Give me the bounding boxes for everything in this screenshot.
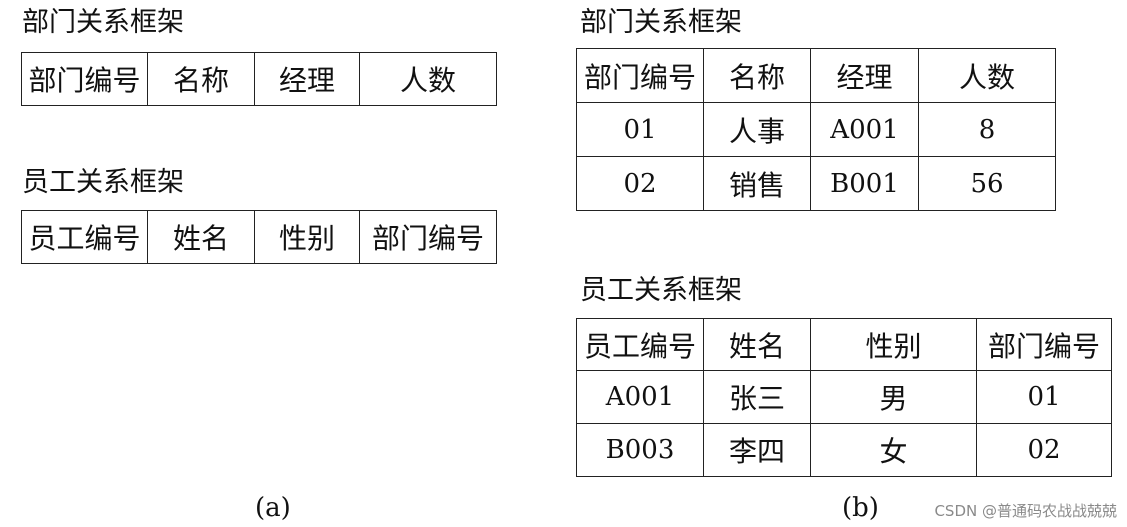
header-cell: 名称 bbox=[147, 52, 255, 106]
header-cell: 性别 bbox=[810, 318, 977, 371]
panel-a-caption: (a) bbox=[255, 493, 291, 523]
table-cell: B003 bbox=[576, 423, 704, 477]
table-cell: 01 bbox=[976, 370, 1112, 424]
table-cell: 02 bbox=[576, 156, 704, 211]
panel-b-dept-title: 部门关系框架 bbox=[580, 7, 742, 38]
panel-b-dept-table: 部门编号 名称 经理 人数 01 人事 A001 8 02 销售 B001 56 bbox=[576, 48, 1056, 211]
panel-a-dept-title: 部门关系框架 bbox=[22, 7, 184, 38]
table-cell: A001 bbox=[576, 370, 704, 424]
header-cell: 经理 bbox=[254, 52, 360, 106]
table-cell: 女 bbox=[810, 423, 977, 477]
watermark: CSDN @普通码农战战兢兢 bbox=[934, 502, 1117, 520]
header-cell: 人数 bbox=[918, 48, 1056, 103]
header-cell: 部门编号 bbox=[576, 48, 704, 103]
header-cell: 经理 bbox=[810, 48, 919, 103]
header-cell: 部门编号 bbox=[976, 318, 1112, 371]
panel-b-emp-table: 员工编号 姓名 性别 部门编号 A001 张三 男 01 B003 李四 女 0… bbox=[576, 318, 1112, 477]
table-cell: 人事 bbox=[703, 102, 811, 157]
header-cell: 员工编号 bbox=[21, 210, 148, 264]
table-row: B003 李四 女 02 bbox=[576, 423, 1112, 477]
table-row: 02 销售 B001 56 bbox=[576, 156, 1056, 211]
header-cell: 姓名 bbox=[147, 210, 255, 264]
panel-a-emp-title: 员工关系框架 bbox=[22, 167, 184, 198]
table-cell: 8 bbox=[918, 102, 1056, 157]
table-cell: 张三 bbox=[703, 370, 811, 424]
table-cell: 销售 bbox=[703, 156, 811, 211]
header-cell: 人数 bbox=[359, 52, 497, 106]
table-header-row: 部门编号 名称 经理 人数 bbox=[576, 48, 1056, 103]
table-cell: 02 bbox=[976, 423, 1112, 477]
header-cell: 性别 bbox=[254, 210, 360, 264]
table-header-row: 员工编号 姓名 性别 部门编号 bbox=[576, 318, 1112, 371]
table-cell: 男 bbox=[810, 370, 977, 424]
header-cell: 部门编号 bbox=[359, 210, 497, 264]
header-cell: 姓名 bbox=[703, 318, 811, 371]
header-cell: 员工编号 bbox=[576, 318, 704, 371]
panel-b-caption: (b) bbox=[842, 493, 879, 523]
table-header-row: 部门编号 名称 经理 人数 bbox=[21, 52, 497, 106]
header-cell: 名称 bbox=[703, 48, 811, 103]
table-cell: 李四 bbox=[703, 423, 811, 477]
table-cell: 56 bbox=[918, 156, 1056, 211]
table-cell: B001 bbox=[810, 156, 919, 211]
table-cell: 01 bbox=[576, 102, 704, 157]
table-row: 01 人事 A001 8 bbox=[576, 102, 1056, 157]
table-row: A001 张三 男 01 bbox=[576, 370, 1112, 424]
panel-a-dept-table: 部门编号 名称 经理 人数 bbox=[21, 52, 497, 106]
table-header-row: 员工编号 姓名 性别 部门编号 bbox=[21, 210, 497, 264]
table-cell: A001 bbox=[810, 102, 919, 157]
header-cell: 部门编号 bbox=[21, 52, 148, 106]
panel-b-emp-title: 员工关系框架 bbox=[580, 275, 742, 306]
panel-a-emp-table: 员工编号 姓名 性别 部门编号 bbox=[21, 210, 497, 264]
